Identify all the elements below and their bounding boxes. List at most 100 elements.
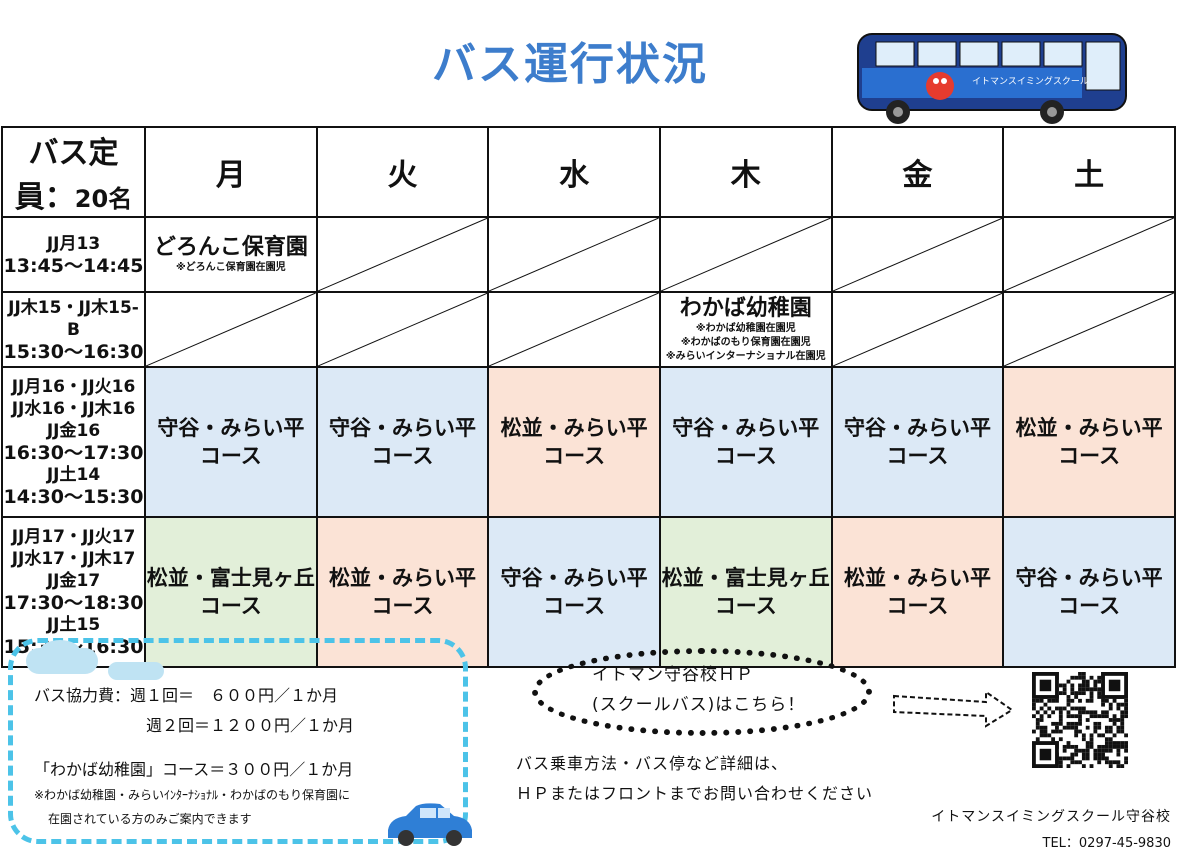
course-cell: 松並・みらい平コース xyxy=(487,366,661,518)
course-name: 松並・みらい平 xyxy=(500,416,648,440)
no-service-cell xyxy=(1002,216,1176,293)
no-service-diagonal xyxy=(489,218,659,291)
course-name: コース xyxy=(543,444,606,468)
course-name: 守谷・みらい平 xyxy=(672,416,820,440)
course-name: コース xyxy=(1058,444,1121,468)
facility-name: どろんこ保育園 xyxy=(153,234,308,260)
no-service-cell xyxy=(315,291,490,368)
course-cell: 守谷・みらい平コース xyxy=(144,366,318,518)
bus-icon: イトマンスイミングスクール xyxy=(857,33,1127,124)
day-header-fri: 金 xyxy=(830,126,1005,218)
course-name: 守谷・みらい平 xyxy=(328,416,476,440)
school-name: イトマンスイミングスクール守谷校 xyxy=(931,809,1171,825)
capacity-cell: バス定員：20名 xyxy=(1,126,146,218)
hp-link-line1[interactable]: イトマン守谷校ＨＰ xyxy=(592,665,754,685)
course-name: コース xyxy=(371,594,434,618)
no-service-diagonal xyxy=(833,293,1003,366)
capacity-value: 20名 xyxy=(74,185,133,213)
day-header-sat: 土 xyxy=(1002,126,1176,218)
time-slot-line: JJ木15・JJ木15-B xyxy=(8,297,139,340)
course-cell: 松並・みらい平コース xyxy=(830,516,1005,668)
course-name: コース xyxy=(199,444,262,468)
no-service-cell xyxy=(487,291,661,368)
arrow-right-icon xyxy=(893,690,1014,728)
hp-link-line2[interactable]: (スクールバス)はこちら！ xyxy=(592,695,806,715)
course-name: コース xyxy=(714,444,777,468)
time-slot-line: JJ月16・JJ火16 xyxy=(11,377,136,397)
course-name: 松並・富士見ヶ丘 xyxy=(661,566,830,590)
no-service-diagonal xyxy=(489,293,659,366)
facility-note: ※どろんこ保育園在園児 xyxy=(175,261,286,273)
course-name: コース xyxy=(886,594,949,618)
course-name: 守谷・みらい平 xyxy=(500,566,648,590)
no-service-cell xyxy=(144,291,318,368)
svg-text:イトマンスイミングスクール: イトマンスイミングスクール xyxy=(972,75,1089,87)
course-name: 守谷・みらい平 xyxy=(843,416,991,440)
fee-weekly-twice: 週２回＝１２００円／１か月 xyxy=(146,716,355,735)
course-name: 松並・みらい平 xyxy=(1015,416,1163,440)
course-name: 守谷・みらい平 xyxy=(157,416,305,440)
no-service-cell xyxy=(1002,291,1176,368)
facility-cell: どろんこ保育園※どろんこ保育園在園児 xyxy=(144,216,318,293)
no-service-diagonal xyxy=(318,218,488,291)
qr-code-icon[interactable] xyxy=(1032,672,1128,768)
fee-wakaba-course: 「わかば幼稚園」コース＝３００円／１か月 xyxy=(34,760,354,779)
course-name: 松並・富士見ヶ丘 xyxy=(146,566,315,590)
no-service-cell xyxy=(315,216,490,293)
course-cell: 守谷・みらい平コース xyxy=(315,366,490,518)
course-name: 松並・みらい平 xyxy=(328,566,476,590)
details-line2: ＨＰまたはフロントまでお問い合わせください xyxy=(516,784,874,803)
cloud-icon xyxy=(40,640,80,662)
no-service-cell xyxy=(830,216,1005,293)
course-name: コース xyxy=(371,444,434,468)
time-slot-line: JJ月17・JJ火17 xyxy=(11,527,136,547)
no-service-diagonal xyxy=(661,218,831,291)
facility-note: ※わかば幼稚園在園児 xyxy=(695,322,796,334)
hp-link-oval[interactable] xyxy=(532,648,872,736)
time-slot-line: 14:30～15:30 xyxy=(3,486,144,508)
time-slot-line: JJ金16 xyxy=(46,421,101,441)
time-slot-line: JJ土14 xyxy=(46,465,101,485)
time-slot-line: JJ水16・JJ木16 xyxy=(11,399,136,419)
no-service-diagonal xyxy=(318,293,488,366)
course-name: 松並・みらい平 xyxy=(843,566,991,590)
no-service-diagonal xyxy=(1004,218,1174,291)
course-name: コース xyxy=(1058,594,1121,618)
course-cell: 松並・富士見ヶ丘コース xyxy=(658,516,833,668)
time-slot-line: 16:30～17:30 xyxy=(3,442,144,464)
time-slot-line: 17:30～18:30 xyxy=(3,592,144,614)
no-service-cell xyxy=(487,216,661,293)
course-name: コース xyxy=(886,444,949,468)
details-line1: バス乗車方法・バス停など詳細は、 xyxy=(516,754,789,773)
capacity-label: バス定員： xyxy=(14,136,119,215)
fee-note-1: ※わかば幼稚園・みらいｲﾝﾀｰﾅｼｮﾅﾙ・わかばのもり保育園に xyxy=(34,788,351,802)
course-cell: 守谷・みらい平コース xyxy=(487,516,661,668)
telephone: TEL：0297-45-9830 xyxy=(1042,836,1172,851)
facility-cell: わかば幼稚園※わかば幼稚園在園児※わかばのもり保育園在園児※みらいインターナショ… xyxy=(658,291,833,368)
no-service-cell xyxy=(830,291,1005,368)
time-slot-line: JJ水17・JJ木17 xyxy=(11,549,136,569)
fee-note-2: 在園されている方のみご案内できます xyxy=(48,812,252,826)
facility-note: ※みらいインターナショナル在園児 xyxy=(665,350,826,362)
course-cell: 守谷・みらい平コース xyxy=(830,366,1005,518)
time-slot-line: JJ金17 xyxy=(46,571,101,591)
cloud-icon xyxy=(108,662,164,680)
no-service-diagonal xyxy=(1004,293,1174,366)
day-header-wed: 水 xyxy=(487,126,661,218)
no-service-cell xyxy=(658,216,833,293)
facility-note: ※わかばのもり保育園在園児 xyxy=(680,336,811,348)
no-service-diagonal xyxy=(833,218,1003,291)
course-cell: 守谷・みらい平コース xyxy=(658,366,833,518)
course-name: コース xyxy=(714,594,777,618)
fee-info-box xyxy=(8,638,468,844)
course-name: コース xyxy=(543,594,606,618)
course-cell: 守谷・みらい平コース xyxy=(1002,516,1176,668)
time-slot-line: JJ月13 xyxy=(46,233,101,254)
course-name: 守谷・みらい平 xyxy=(1015,566,1163,590)
